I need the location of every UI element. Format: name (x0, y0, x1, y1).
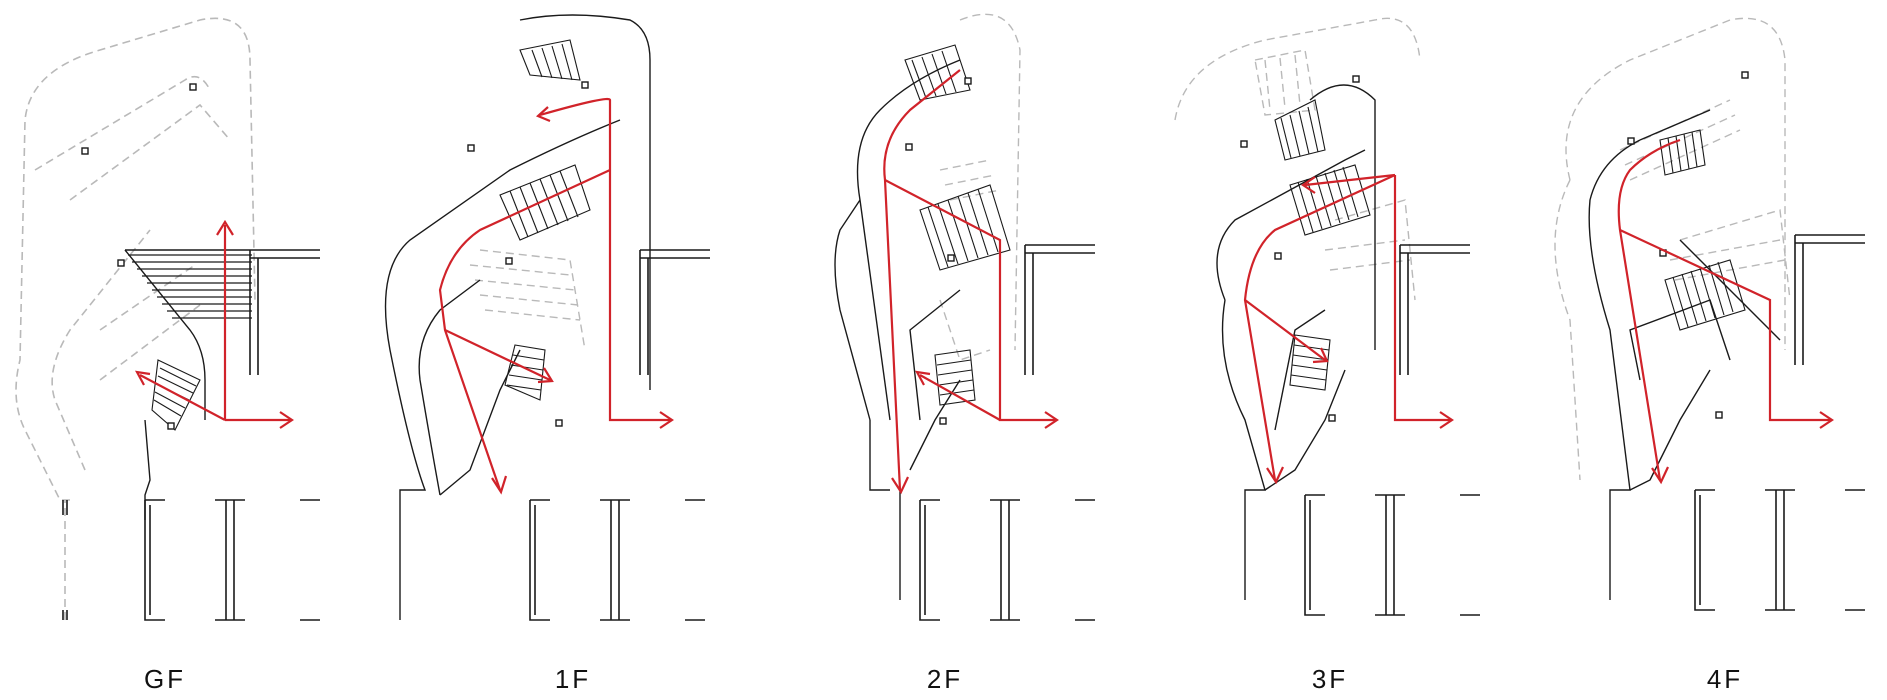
columns-1f (529, 499, 705, 621)
ghost-outline-2f (939, 13, 1021, 361)
columns-gf (62, 499, 320, 621)
columns-small-3f (1240, 75, 1360, 422)
columns-3f (1304, 494, 1480, 616)
stair-treads-3f-mid (1289, 164, 1371, 236)
stair-treads-1f-lower (504, 344, 546, 401)
wall-section-right-3f (1399, 244, 1470, 375)
ghost-stair-1f (469, 249, 586, 351)
stair-treads-3f-upper (1274, 99, 1326, 161)
ghost-outline-3f (1174, 17, 1421, 301)
stair-treads-2f-upper (904, 44, 971, 101)
floor-label-3f: 3F (1311, 664, 1349, 694)
circulation-arrows-1f (438, 97, 674, 495)
columns-small-1f (467, 81, 589, 427)
stair-treads-2f-mid (919, 184, 1011, 271)
floor-plan-2f (834, 13, 1095, 621)
floor-slab-outline-1f (384, 14, 651, 620)
columns-4f (1694, 489, 1865, 611)
panel-1f: 1F (370, 0, 710, 700)
stair-treads-2f-lower (934, 349, 976, 406)
floor-label-gf: GF (143, 664, 187, 694)
panel-gf: GF (0, 0, 340, 700)
columns-small-gf (81, 83, 197, 430)
ghost-outline-upper-floors (15, 17, 256, 620)
circulation-arrows-2f (883, 69, 1059, 495)
columns-small-4f (1627, 71, 1749, 419)
panel-3f: 3F (1145, 0, 1485, 700)
panel-2f: 2F (760, 0, 1100, 700)
floor-plan-1f (384, 14, 710, 621)
floor-label-4f: 4F (1706, 664, 1744, 694)
floor-plan-4f (1554, 17, 1865, 611)
floor-label-2f: 2F (926, 664, 964, 694)
floor-plan-3f (1174, 17, 1480, 616)
floor-label-1f: 1F (554, 664, 592, 694)
wall-section-right-2f (1024, 244, 1095, 375)
wall-section-right-1f (639, 249, 710, 375)
stair-treads-gf-main (128, 254, 252, 319)
circulation-arrows-4f (1617, 138, 1834, 485)
circulation-arrows-3f (1243, 173, 1454, 485)
wall-section-right (249, 249, 320, 375)
floor-slab-outline-4f (1588, 109, 1781, 600)
circulation-arrows-gf (134, 219, 294, 429)
wall-section-right-4f (1794, 234, 1865, 365)
panel-4f: 4F (1530, 0, 1870, 700)
floor-slab-outline-2f (834, 59, 961, 600)
stair-treads-3f-lower (1289, 334, 1331, 391)
floor-slab-outline-3f (1216, 84, 1376, 600)
stair-treads-1f-upper (519, 39, 581, 81)
columns-2f (919, 499, 1095, 621)
stair-treads-4f-upper (1659, 129, 1706, 176)
stair-treads-1f-mid (499, 164, 591, 241)
ghost-outline-4f (1554, 17, 1791, 481)
floor-plan-gf (15, 17, 320, 621)
columns-small-2f (905, 77, 972, 425)
